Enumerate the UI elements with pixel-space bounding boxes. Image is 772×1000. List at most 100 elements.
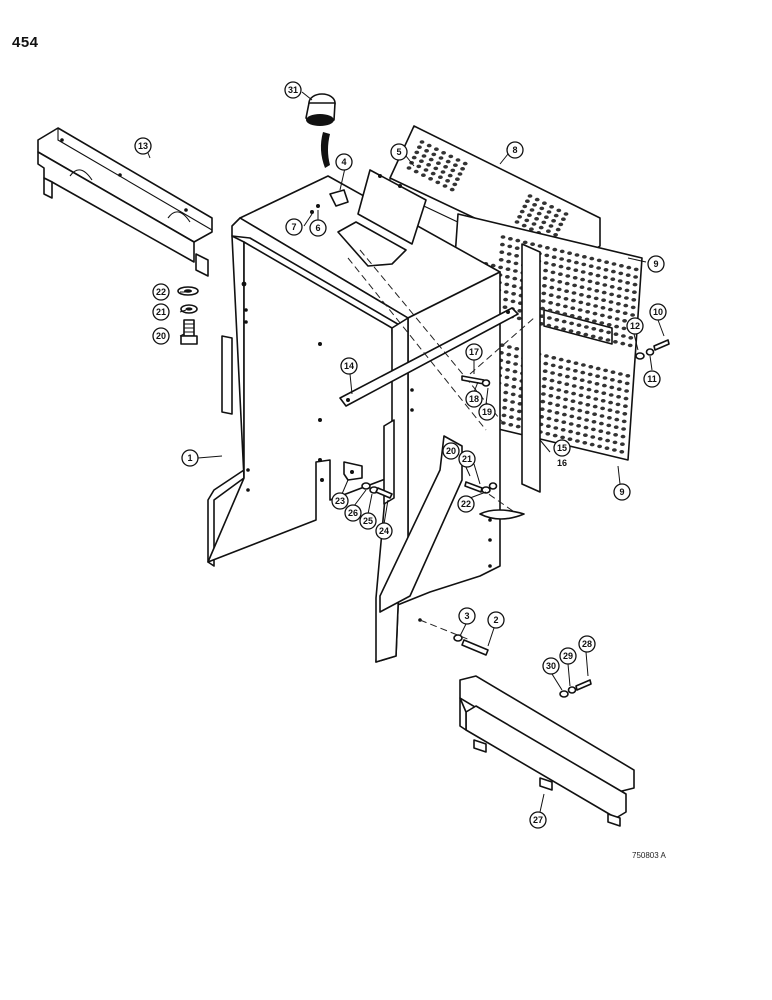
perforation-hole: [587, 279, 593, 284]
perforation-hole: [608, 307, 613, 312]
perforation-hole: [588, 365, 594, 369]
perforation-hole: [546, 323, 552, 328]
svg-text:17: 17: [469, 347, 479, 357]
perforation-hole: [515, 424, 521, 429]
callout-6: 6: [309, 219, 327, 237]
perforation-hole: [509, 415, 514, 420]
perforation-hole: [594, 382, 600, 386]
perforation-hole: [513, 354, 519, 359]
perforation-hole: [567, 251, 572, 255]
callout-11: 11: [643, 370, 661, 388]
callout-24: 24: [375, 522, 393, 540]
perforation-hole: [555, 395, 561, 400]
perforation-hole: [570, 399, 576, 404]
perforation-hole: [558, 357, 564, 362]
svg-text:20: 20: [446, 446, 456, 456]
perforation-hole: [541, 291, 547, 296]
perforation-hole: [547, 401, 553, 406]
perforation-hole: [453, 163, 458, 167]
svg-text:25: 25: [363, 516, 373, 526]
perforation-hole: [613, 332, 619, 337]
callout-16-label: 16: [557, 458, 567, 468]
perforation-hole: [504, 282, 510, 287]
perforation-hole: [505, 275, 510, 279]
perforation-hole: [581, 262, 587, 267]
perforation-hole: [527, 194, 533, 198]
perforation-hole: [555, 227, 561, 232]
perforation-hole: [633, 267, 639, 272]
knob-part-31: [305, 93, 336, 168]
perforation-hole: [564, 382, 570, 387]
perforation-hole: [568, 329, 574, 333]
perforation-hole: [510, 392, 516, 397]
callouts: 31 13 4 5 8 7 6 9 22 21 20 10 12 11 14 1…: [134, 81, 667, 829]
perforation-hole: [590, 435, 596, 439]
perforation-hole: [448, 154, 454, 159]
page-number: 454: [12, 34, 39, 51]
perforation-hole: [574, 260, 579, 265]
svg-text:16: 16: [557, 458, 567, 468]
perforation-hole: [577, 315, 582, 320]
perforation-hole: [511, 284, 517, 289]
perforation-hole: [555, 302, 561, 307]
perforation-hole: [610, 370, 616, 375]
perforation-hole: [592, 319, 597, 324]
perforation-hole: [537, 244, 543, 248]
perforation-hole: [546, 229, 551, 233]
perforation-hole: [580, 270, 586, 274]
perforation-hole: [541, 220, 547, 225]
perforation-hole: [573, 369, 578, 373]
hardware-6-7: [310, 189, 349, 214]
perforation-hole: [512, 369, 518, 374]
perforation-hole: [561, 420, 567, 425]
perforation-hole: [608, 300, 614, 304]
perforation-hole: [505, 267, 511, 272]
perforation-hole: [560, 428, 566, 432]
perforation-hole: [627, 343, 633, 348]
perforation-hole: [578, 393, 584, 398]
callout-30: 30: [542, 657, 560, 675]
perforation-hole: [599, 321, 605, 325]
perforation-hole: [508, 423, 514, 427]
perforation-hole: [593, 397, 599, 401]
perforation-hole: [502, 398, 508, 403]
perforation-hole: [507, 345, 512, 349]
callout-26: 26: [344, 504, 362, 522]
perforation-hole: [552, 247, 558, 252]
perforation-hole: [557, 380, 562, 385]
perforation-hole: [564, 281, 570, 286]
perforation-hole: [595, 273, 601, 278]
perforation-hole: [445, 179, 450, 183]
perforation-hole: [598, 429, 604, 434]
svg-text:26: 26: [348, 508, 358, 518]
perforation-hole: [549, 285, 555, 290]
callout-12: 12: [626, 317, 644, 335]
perforation-hole: [615, 309, 621, 314]
perforation-hole: [579, 293, 584, 297]
callout-20-lower: 20: [442, 442, 460, 460]
perforation-hole: [571, 298, 576, 303]
perforation-hole: [510, 400, 515, 404]
perforation-hole: [605, 431, 611, 435]
perforation-hole: [542, 201, 547, 205]
perforation-hole: [562, 412, 567, 417]
perforation-hole: [603, 368, 608, 373]
perforation-hole: [442, 184, 448, 188]
strap-part-15-16: [521, 243, 541, 493]
perforation-hole: [450, 168, 456, 173]
perforation-hole: [616, 302, 621, 306]
perforation-hole: [618, 271, 624, 276]
perforation-hole: [460, 167, 465, 171]
callout-7: 7: [285, 218, 303, 236]
perforation-hole: [411, 155, 417, 160]
perforation-hole: [579, 386, 584, 390]
perforation-hole: [622, 319, 627, 323]
perforation-hole: [583, 433, 588, 438]
perforation-hole: [549, 386, 554, 391]
perforation-hole: [559, 249, 565, 254]
perforation-hole: [591, 327, 597, 331]
perforation-hole: [534, 197, 540, 202]
perforation-hole: [515, 238, 521, 243]
perforation-hole: [613, 340, 618, 344]
perforation-hole: [527, 213, 532, 217]
